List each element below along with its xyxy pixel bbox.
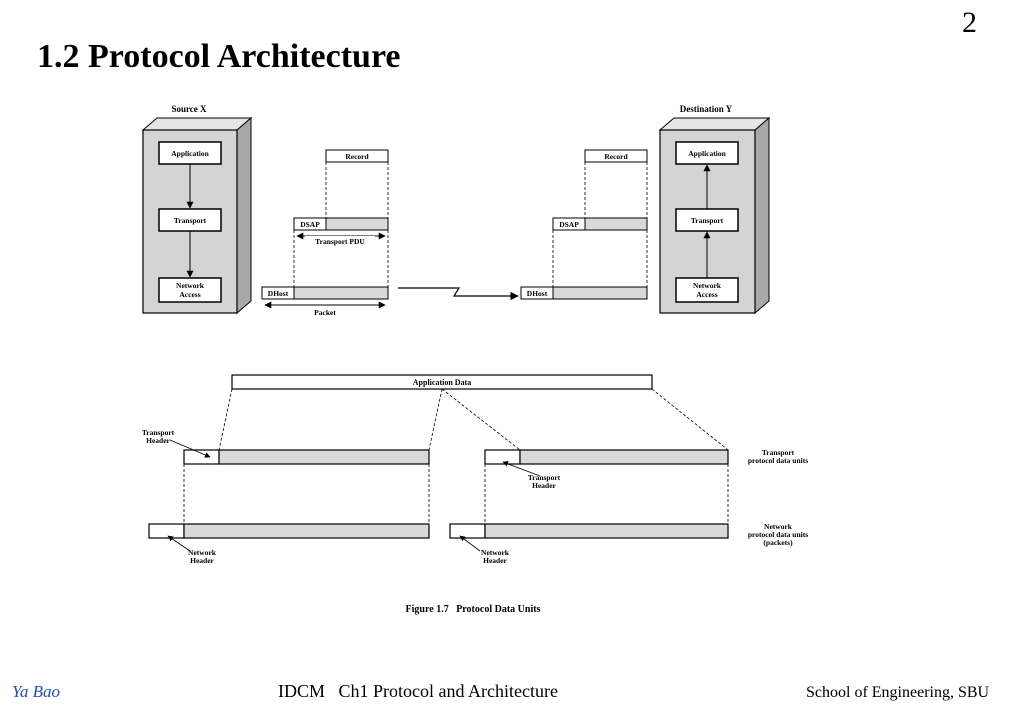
source-dsap-label: DSAP xyxy=(300,220,320,229)
source-record: Record xyxy=(325,149,389,163)
destination-transport-layer: Transport xyxy=(675,208,739,232)
source-transport-label: Transport xyxy=(174,216,207,225)
source-transport-pdu: DSAP xyxy=(293,217,389,231)
figure-caption: Figure 1.7 Protocol Data Units xyxy=(406,604,541,615)
source-transport-layer: Transport xyxy=(158,208,222,232)
transport-pdu-label: Transport PDU xyxy=(315,237,365,246)
encapsulation-lines xyxy=(183,464,729,524)
source-record-label: Record xyxy=(345,152,369,161)
source-network-layer: Network Access xyxy=(158,277,222,303)
source-label: Source X xyxy=(171,104,207,114)
left-network-header-label-2: Header xyxy=(190,556,214,565)
packet-label: Packet xyxy=(314,308,336,317)
right-transport-header-label-1: Transport xyxy=(528,473,561,482)
network-pdu-side-label-2: protocol data units xyxy=(748,530,808,539)
left-transport-pdu xyxy=(183,449,430,465)
page-number: 2 xyxy=(962,6,977,39)
transport-pdu-side-label-1: Transport xyxy=(762,448,795,457)
source-packet: DHost xyxy=(261,286,389,300)
destination-transport-pdu: DSAP xyxy=(552,217,648,231)
slide-title: 1.2 Protocol Architecture xyxy=(37,38,401,75)
source-application-layer: Application xyxy=(158,141,222,165)
network-pdu-side-label-3: (packets) xyxy=(763,538,793,547)
left-network-pdu xyxy=(148,523,430,539)
footer-school: School of Engineering, SBU xyxy=(806,684,990,701)
destination-dsap-label: DSAP xyxy=(559,220,579,229)
right-transport-pdu xyxy=(484,449,729,465)
right-network-header-pointer xyxy=(459,535,481,552)
source-network-label-2: Access xyxy=(179,290,200,299)
right-network-header-label-2: Header xyxy=(483,556,507,565)
source-application-label: Application xyxy=(171,149,209,158)
destination-application-label: Application xyxy=(688,149,726,158)
footer-course-title: IDCM Ch1 Protocol and Architecture xyxy=(278,681,558,701)
destination-network-layer: Network Access xyxy=(675,277,739,303)
source-dhost-label: DHost xyxy=(268,289,289,298)
network-pdu-side-label-1: Network xyxy=(764,522,793,531)
right-transport-header-pointer xyxy=(502,461,541,477)
footer-author: Ya Bao xyxy=(12,682,61,701)
destination-record-label: Record xyxy=(604,152,628,161)
left-transport-header-label-2: Header xyxy=(146,436,170,445)
source-network-label-1: Network xyxy=(176,281,205,290)
transport-pdu-side-label-2: protocol data units xyxy=(748,456,808,465)
destination-packet: DHost xyxy=(520,286,648,300)
application-data-block: Application Data xyxy=(231,374,653,390)
right-network-header-label-1: Network xyxy=(481,548,510,557)
destination-transport-label: Transport xyxy=(691,216,724,225)
transmission-link-arrow xyxy=(398,287,519,301)
destination-label: Destination Y xyxy=(680,104,733,114)
destination-application-layer: Application xyxy=(675,141,739,165)
application-data-label: Application Data xyxy=(413,378,471,387)
left-transport-header-label-1: Transport xyxy=(142,428,175,437)
destination-network-label-1: Network xyxy=(693,281,722,290)
segmentation-lines xyxy=(218,388,729,451)
left-transport-header-pointer xyxy=(169,439,211,458)
destination-dhost-label: DHost xyxy=(527,289,548,298)
left-network-header-label-1: Network xyxy=(188,548,217,557)
right-transport-header-label-2: Header xyxy=(532,481,556,490)
right-network-pdu xyxy=(449,523,729,539)
destination-record: Record xyxy=(584,149,648,163)
destination-network-label-2: Access xyxy=(696,290,717,299)
left-network-header-pointer xyxy=(167,535,191,552)
